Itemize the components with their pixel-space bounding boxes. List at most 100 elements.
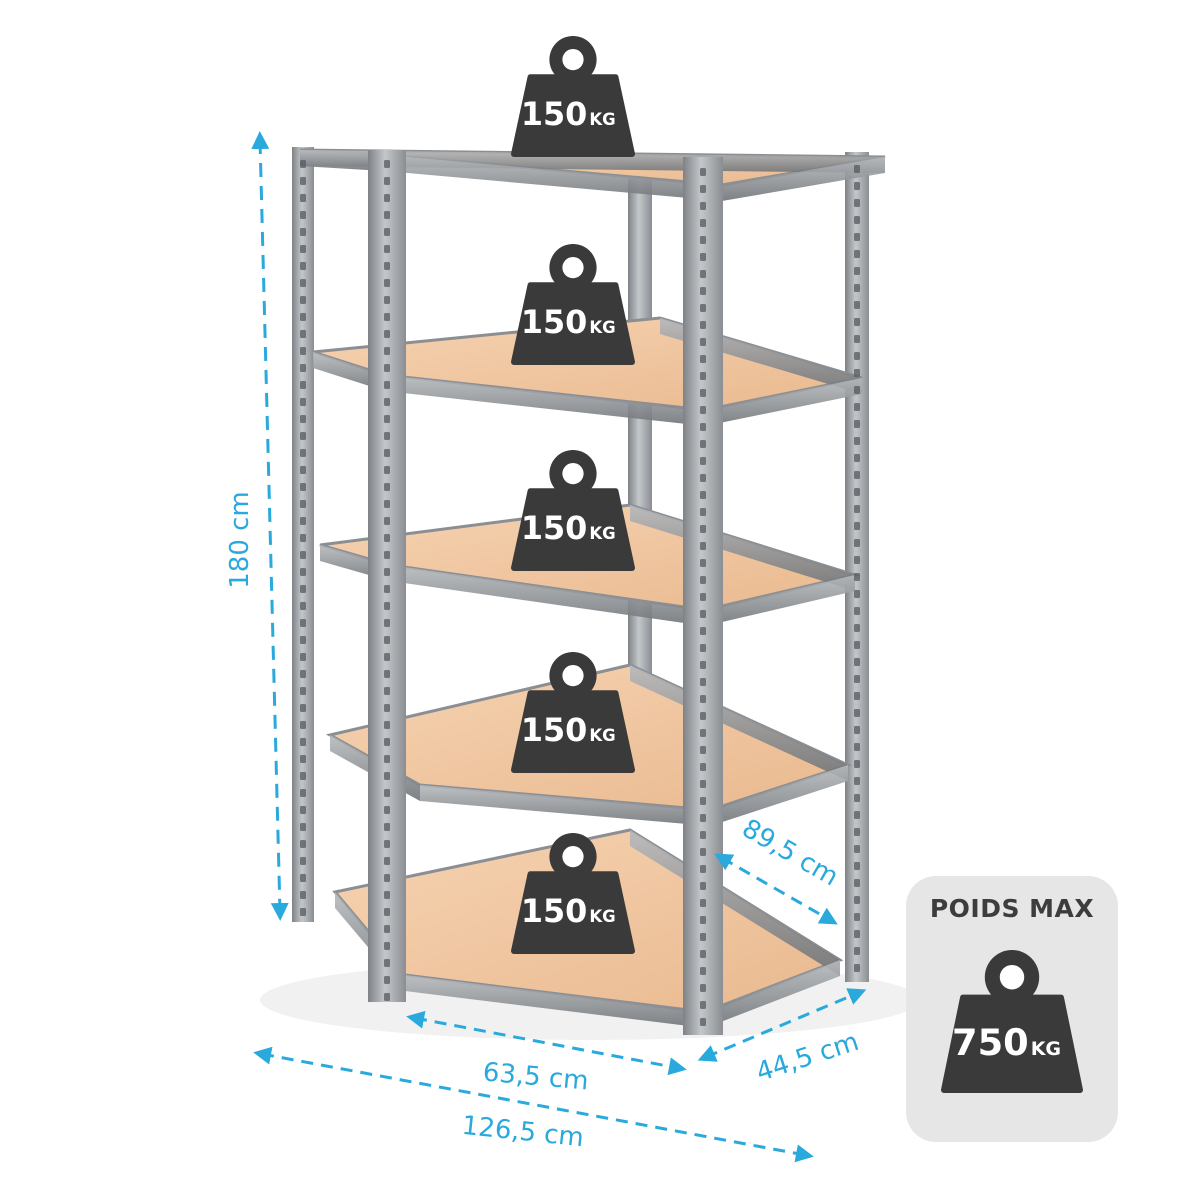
front-width-dimension-label: 63,5 cm <box>482 1057 590 1096</box>
upright-slot <box>300 585 306 593</box>
upright-slot <box>854 437 860 445</box>
shelf-beam <box>385 375 705 426</box>
weight-value: 150 <box>521 509 588 547</box>
upright-slot <box>854 488 860 496</box>
upright-slot <box>384 840 390 848</box>
upright-slot <box>384 874 390 882</box>
upright-slot <box>300 228 306 236</box>
upright-slot <box>700 899 706 907</box>
shelf-beam <box>705 378 862 426</box>
upright-slot <box>384 296 390 304</box>
upright-slot <box>700 865 706 873</box>
upright-slot <box>384 806 390 814</box>
upright-slot <box>384 687 390 695</box>
weight-value: 750 <box>952 1021 1029 1064</box>
upright-slot <box>700 287 706 295</box>
upright-slot <box>700 967 706 975</box>
upright-slot <box>300 602 306 610</box>
side-depth-dimension-line <box>714 853 838 925</box>
upright-slot <box>300 619 306 627</box>
upright-slot <box>384 415 390 423</box>
upright-slot <box>700 389 706 397</box>
upright-slot <box>384 993 390 1001</box>
upright-slot <box>300 432 306 440</box>
total-width-dimension-line <box>253 1046 814 1163</box>
upright-slot <box>384 500 390 508</box>
upright-slot <box>384 177 390 185</box>
upright-slot <box>300 670 306 678</box>
upright-slot <box>300 245 306 253</box>
upright-slot <box>300 874 306 882</box>
upright-slot <box>700 576 706 584</box>
upright-slot <box>854 607 860 615</box>
upright-slot <box>700 593 706 601</box>
upright-slot <box>854 624 860 632</box>
weight-unit: KG <box>589 110 615 129</box>
upright-slot <box>854 335 860 343</box>
upright-slot <box>700 644 706 652</box>
upright-slot <box>300 806 306 814</box>
upright-slot <box>384 891 390 899</box>
upright-slot <box>384 483 390 491</box>
upright-slot <box>854 556 860 564</box>
upright-slot <box>854 641 860 649</box>
upright-slot <box>854 233 860 241</box>
upright-slot <box>700 542 706 550</box>
upright-slot <box>384 959 390 967</box>
upright-back-right <box>845 152 869 982</box>
upright-slot <box>854 692 860 700</box>
upright-slot <box>854 590 860 598</box>
upright-slot <box>384 568 390 576</box>
upright-slot <box>384 347 390 355</box>
upright-slot <box>300 381 306 389</box>
weight-unit: KG <box>589 524 615 543</box>
upright-slot <box>700 610 706 618</box>
upright-slot <box>700 831 706 839</box>
upright-slot <box>700 882 706 890</box>
upright-slot <box>384 653 390 661</box>
upright-slot <box>700 848 706 856</box>
upright-slot <box>854 777 860 785</box>
weight-body <box>511 74 635 157</box>
upright-slot <box>300 500 306 508</box>
upright-slot <box>300 211 306 219</box>
upright-slot <box>384 160 390 168</box>
upright-slot <box>384 908 390 916</box>
upright-slot <box>384 925 390 933</box>
upright-slot <box>854 964 860 972</box>
upright-slot <box>300 466 306 474</box>
upright-slot <box>700 780 706 788</box>
upright-slot <box>854 165 860 173</box>
upright-slot <box>700 695 706 703</box>
upright-slot <box>700 474 706 482</box>
upright-slot <box>384 398 390 406</box>
upright-slot <box>700 168 706 176</box>
upright-slot <box>700 202 706 210</box>
upright-slot <box>384 704 390 712</box>
upright-slot <box>854 216 860 224</box>
upright-slot <box>384 466 390 474</box>
upright-slot <box>700 372 706 380</box>
weight-value: 150 <box>521 303 588 341</box>
upright-slot <box>300 160 306 168</box>
shelf-beam <box>710 765 848 826</box>
upright-slot <box>700 338 706 346</box>
upright-slot <box>854 386 860 394</box>
upright-slot <box>300 279 306 287</box>
weight-unit: KG <box>589 726 615 745</box>
upright-slot <box>854 896 860 904</box>
upright-slot <box>300 517 306 525</box>
weight-value: 150 <box>521 892 588 930</box>
upright-slot <box>300 568 306 576</box>
upright-slot <box>300 840 306 848</box>
upright-slot <box>700 508 706 516</box>
upright-slot <box>384 772 390 780</box>
upright-slot <box>854 675 860 683</box>
upright-slot <box>700 457 706 465</box>
weight-ring-hole <box>999 964 1025 990</box>
